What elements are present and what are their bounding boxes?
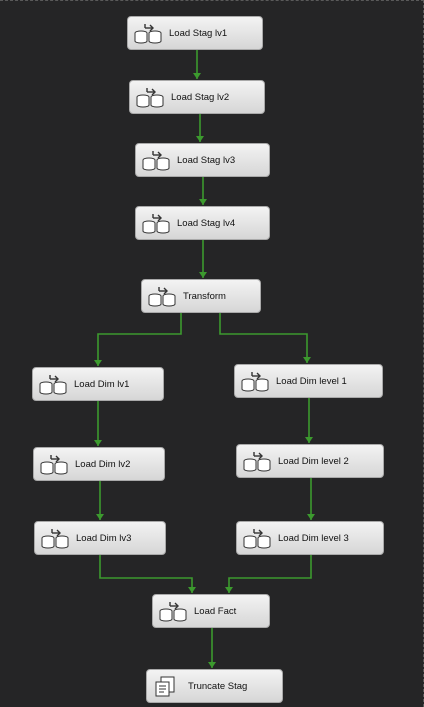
task-label: Load Fact bbox=[194, 605, 237, 617]
task-label: Load Stag lv3 bbox=[177, 154, 236, 166]
arrowhead-icon bbox=[307, 514, 315, 520]
task-label: Load Dim level 1 bbox=[276, 375, 347, 387]
data-flow-task-icon bbox=[40, 455, 68, 475]
execute-sql-task-icon bbox=[155, 676, 175, 697]
task-load-stag-lv1[interactable]: Load Stag lv1 bbox=[127, 16, 263, 50]
task-transform[interactable]: Transform bbox=[141, 279, 261, 313]
task-load-dim-lv2[interactable]: Load Dim lv2 bbox=[33, 447, 165, 481]
data-flow-task-icon bbox=[159, 602, 187, 622]
constraint-transform-to-dim-lv1[interactable] bbox=[97, 313, 182, 366]
task-load-stag-lv3[interactable]: Load Stag lv3 bbox=[135, 143, 270, 177]
task-label: Load Dim lv3 bbox=[76, 532, 132, 544]
task-load-dim-level-2[interactable]: Load Dim level 2 bbox=[236, 444, 384, 478]
data-flow-task-icon bbox=[134, 24, 162, 44]
arrowhead-icon bbox=[94, 360, 102, 366]
task-load-dim-level-1[interactable]: Load Dim level 1 bbox=[234, 364, 383, 398]
task-label: Load Stag lv1 bbox=[169, 27, 228, 39]
data-flow-task-icon bbox=[243, 529, 271, 549]
task-label: Load Dim level 3 bbox=[278, 532, 349, 544]
data-flow-task-icon bbox=[148, 287, 176, 307]
task-load-fact[interactable]: Load Fact bbox=[152, 594, 270, 628]
task-truncate-stag[interactable]: Truncate Stag bbox=[146, 669, 283, 703]
task-label: Load Stag lv4 bbox=[177, 217, 236, 229]
arrowhead-icon bbox=[188, 587, 196, 593]
arrowhead-icon bbox=[303, 357, 311, 363]
task-load-dim-lv3[interactable]: Load Dim lv3 bbox=[34, 521, 166, 555]
task-load-dim-level-3[interactable]: Load Dim level 3 bbox=[236, 521, 384, 555]
task-load-stag-lv2[interactable]: Load Stag lv2 bbox=[129, 80, 265, 114]
data-flow-task-icon bbox=[142, 214, 170, 234]
constraint-dim-lv3-to-fact[interactable] bbox=[99, 555, 193, 593]
arrowhead-icon bbox=[199, 272, 207, 278]
constraint-dim-level-3-to-fact[interactable] bbox=[228, 555, 312, 593]
arrowhead-icon bbox=[94, 440, 102, 446]
task-label: Load Dim level 2 bbox=[278, 455, 349, 467]
task-load-stag-lv4[interactable]: Load Stag lv4 bbox=[135, 206, 270, 240]
task-label: Truncate Stag bbox=[188, 680, 248, 692]
constraint-transform-to-dim-level-1[interactable] bbox=[219, 313, 308, 363]
data-flow-task-icon bbox=[243, 452, 271, 472]
task-label: Load Stag lv2 bbox=[171, 91, 230, 103]
task-label: Load Dim lv2 bbox=[75, 458, 131, 470]
data-flow-task-icon bbox=[41, 529, 69, 549]
task-label: Load Dim lv1 bbox=[74, 378, 130, 390]
arrowhead-icon bbox=[225, 587, 233, 593]
data-flow-task-icon bbox=[136, 88, 164, 108]
data-flow-task-icon bbox=[142, 151, 170, 171]
task-label: Transform bbox=[183, 290, 226, 302]
arrowhead-icon bbox=[199, 199, 207, 205]
data-flow-task-icon bbox=[39, 375, 67, 395]
data-flow-task-icon bbox=[241, 372, 269, 392]
arrowhead-icon bbox=[208, 662, 216, 668]
task-load-dim-lv1[interactable]: Load Dim lv1 bbox=[32, 367, 164, 401]
arrowhead-icon bbox=[305, 437, 313, 443]
arrowhead-icon bbox=[193, 73, 201, 79]
arrowhead-icon bbox=[96, 514, 104, 520]
arrowhead-icon bbox=[196, 136, 204, 142]
